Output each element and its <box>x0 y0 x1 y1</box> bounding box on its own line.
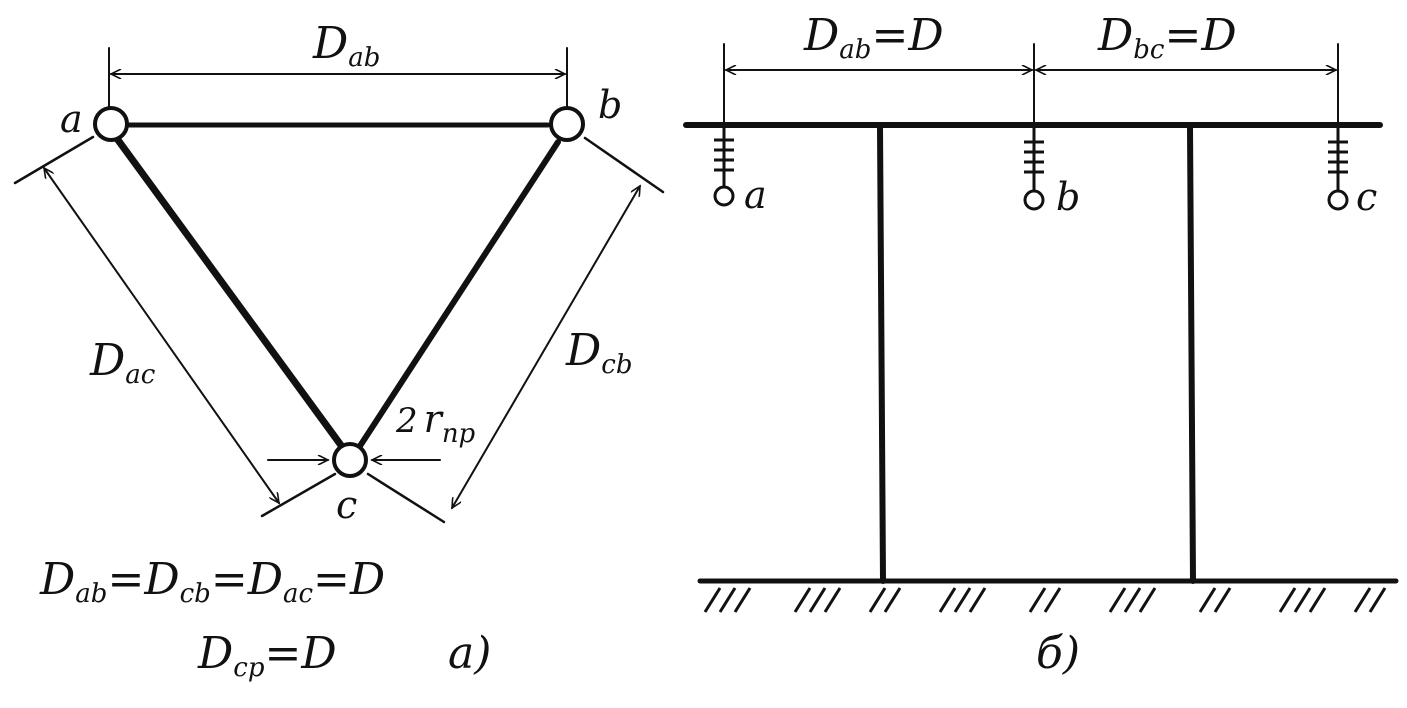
insulator-b <box>1024 128 1044 190</box>
label-d-ac: Dac <box>89 335 156 390</box>
ext-line-right-bottom <box>366 472 446 524</box>
dim-arrow-ac <box>44 168 279 503</box>
node-label-pb-a: a <box>744 173 767 217</box>
conductor-pb-a <box>713 185 735 207</box>
caption-b: б) <box>1036 628 1080 679</box>
conductor-b <box>549 106 585 142</box>
ext-line-right-top <box>583 136 665 194</box>
dim-arrow-cb <box>451 186 641 508</box>
line-ac <box>114 136 347 452</box>
ground-hatching <box>703 587 1387 613</box>
conductor-a <box>93 106 129 142</box>
label-pb-d-bc: Dbc=D <box>1097 10 1237 65</box>
caption-a: a) <box>448 628 491 679</box>
conductor-pb-c <box>1327 189 1349 211</box>
node-label-pb-c: c <box>1356 175 1377 219</box>
label-d-ab: Dab <box>312 18 380 73</box>
line-bc <box>357 139 561 449</box>
post-right <box>1187 124 1196 584</box>
ext-line-left-bottom <box>260 472 337 518</box>
label-d-cb: Dcb <box>565 325 633 380</box>
panel-b: a b c Dab=D Dbc=D б) <box>683 10 1399 679</box>
equation-mean-spacing: Dср=D <box>197 628 337 683</box>
equation-equal-spacing: Dab=Dcb=Dac=D <box>39 554 385 609</box>
conductor-c <box>332 442 368 478</box>
conductor-pb-b <box>1023 189 1045 211</box>
node-label-c: c <box>336 483 357 527</box>
label-pb-d-ab: Dab=D <box>803 10 944 65</box>
node-label-a: a <box>60 97 83 141</box>
node-label-b: b <box>598 83 622 127</box>
insulator-c <box>1328 128 1348 190</box>
node-label-pb-b: b <box>1056 175 1080 219</box>
post-left <box>877 124 886 584</box>
insulator-a <box>714 128 734 186</box>
ext-line-left-top <box>13 135 95 185</box>
